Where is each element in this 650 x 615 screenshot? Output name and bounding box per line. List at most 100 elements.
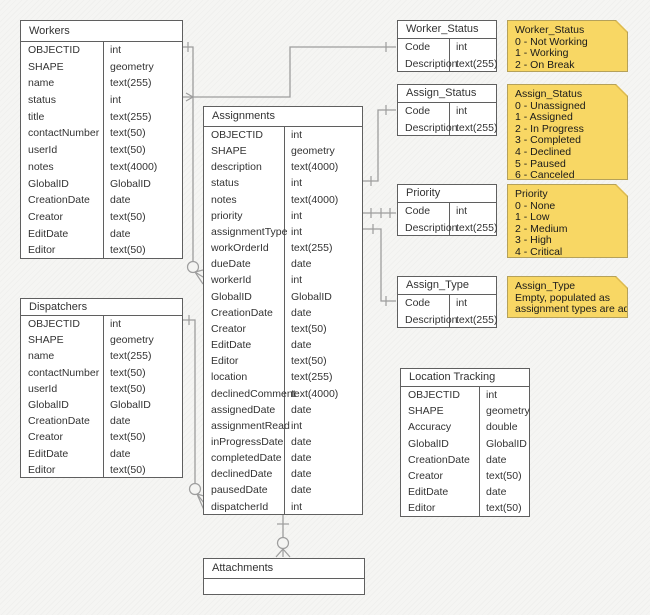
- field-name: inProgressDate: [211, 435, 284, 448]
- field-type: date: [486, 453, 507, 466]
- field-name: OBJECTID: [28, 44, 80, 56]
- workers-objectid-to-assignments-workerid-crowfoot: [194, 271, 204, 285]
- field-type: text(50): [486, 502, 522, 515]
- note-text-line: 4 - Declined: [515, 145, 572, 158]
- note-text-line: 3 - Completed: [515, 134, 581, 147]
- field-type: date: [110, 227, 131, 240]
- table-attachments[interactable]: Attachments: [203, 558, 365, 595]
- field-type: geometry: [110, 334, 154, 347]
- note-title: Worker_Status: [515, 24, 585, 36]
- field-type: double: [486, 421, 518, 434]
- field-type: date: [486, 486, 507, 499]
- field-name: declinedDate: [211, 468, 273, 481]
- assignments-to-attachments-zero-circle: [276, 536, 290, 550]
- assignments-to-attachments-crowfoot: [282, 548, 291, 558]
- field-name: status: [211, 177, 240, 190]
- workers-objectid-to-assignments-workerid[interactable]: [183, 46, 194, 261]
- field-name: Description: [405, 313, 458, 326]
- note-text-line: 2 - Medium: [515, 222, 568, 235]
- table-priority-title: Priority: [398, 185, 496, 203]
- table-assign-status-title: Assign_Status: [398, 85, 496, 103]
- field-name: assignmentRead: [211, 419, 290, 432]
- note-text-line: 2 - On Break: [515, 58, 575, 71]
- field-type: text(255): [456, 57, 498, 70]
- dispatchers-objectid-to-assignments-dispatcherid[interactable]: [183, 319, 196, 483]
- field-type: date: [110, 447, 131, 460]
- field-type: int: [456, 41, 468, 53]
- dispatchers-objectid-to-assignments-dispatcherid-crowfoot: [196, 493, 205, 497]
- note-text-line: Empty, populated as: [515, 291, 610, 304]
- field-type: text(255): [456, 121, 498, 134]
- assignments-status-to-assign-status[interactable]: [363, 109, 396, 182]
- dispatchers-objectid-to-assignments-dispatcherid-zero-circle: [188, 482, 202, 496]
- workers-status-to-worker-status[interactable]: [183, 46, 396, 98]
- field-type: text(4000): [110, 160, 158, 173]
- field-type: date: [291, 403, 312, 416]
- field-type: GlobalID: [110, 177, 151, 190]
- field-type: date: [291, 435, 312, 448]
- field-name: location: [211, 371, 248, 384]
- field-name: GlobalID: [28, 398, 69, 411]
- workers-objectid-to-assignments-workerid-zero-circle: [186, 260, 200, 274]
- field-name: userId: [28, 144, 58, 157]
- field-name: completedDate: [211, 452, 282, 465]
- column-divider: [103, 316, 104, 478]
- field-type: text(50): [110, 210, 146, 223]
- table-workers-title: Workers: [21, 21, 182, 42]
- table-dispatchers-title: Dispatchers: [21, 299, 182, 316]
- table-attachments-title: Attachments: [204, 559, 364, 579]
- field-name: Description: [405, 57, 458, 70]
- field-type: GlobalID: [110, 398, 151, 411]
- field-name: workerId: [211, 274, 252, 287]
- field-type: date: [291, 258, 312, 271]
- field-name: dispatcherId: [211, 500, 269, 513]
- note-text-line: 0 - Not Working: [515, 35, 588, 48]
- field-name: Code: [405, 205, 431, 217]
- field-name: Creator: [408, 469, 444, 482]
- field-type: geometry: [486, 405, 530, 418]
- table-assign-type-title: Assign_Type: [398, 277, 496, 295]
- field-type: int: [291, 500, 303, 513]
- note-text-line: assignment types are added: [515, 303, 624, 316]
- note-title: Assign_Status: [515, 88, 583, 100]
- field-name: Creator: [28, 210, 64, 223]
- field-name: GlobalID: [211, 290, 252, 303]
- field-name: title: [28, 110, 45, 123]
- note-text-line: 1 - Low: [515, 211, 550, 224]
- field-type: date: [291, 339, 312, 352]
- assignments-type-to-assign-type[interactable]: [363, 228, 396, 302]
- field-name: assignmentType: [211, 225, 288, 238]
